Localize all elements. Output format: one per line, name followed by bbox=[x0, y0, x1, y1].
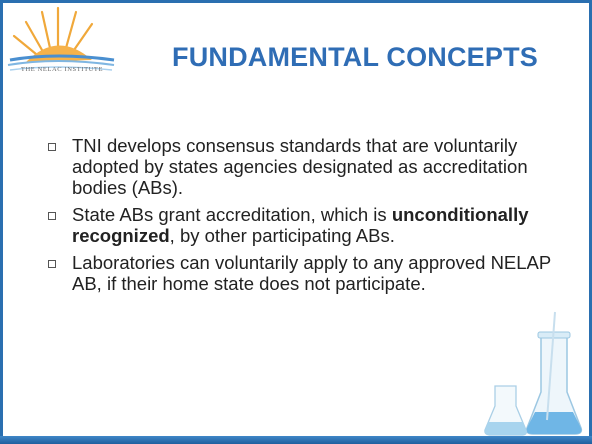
bullet-text-post: , by other participating ABs. bbox=[169, 225, 395, 246]
bottom-frame-bar bbox=[0, 436, 592, 444]
bullet-item: TNI develops consensus standards that ar… bbox=[48, 135, 558, 198]
bullet-square-icon bbox=[48, 212, 56, 220]
bullet-square-icon bbox=[48, 260, 56, 268]
bullet-text-pre: State ABs grant accreditation, which is bbox=[72, 204, 392, 225]
bullet-text: Laboratories can voluntarily apply to an… bbox=[72, 252, 551, 294]
right-frame-bar bbox=[589, 0, 592, 444]
top-frame-bar bbox=[0, 0, 592, 3]
slide-title: FUNDAMENTAL CONCEPTS bbox=[172, 42, 538, 72]
bullet-list: TNI develops consensus standards that ar… bbox=[48, 135, 558, 300]
sun-logo-icon bbox=[7, 6, 115, 71]
bullet-square-icon bbox=[48, 143, 56, 151]
left-frame-bar bbox=[0, 0, 3, 444]
logo-name: THE NELAC INSTITUTE bbox=[20, 66, 104, 73]
bullet-text-bold: unconditionally recognized bbox=[72, 204, 529, 246]
bullet-item: State ABs grant accreditation, which is … bbox=[48, 204, 558, 246]
lab-flasks-icon bbox=[484, 311, 583, 436]
bullet-text: TNI develops consensus standards that ar… bbox=[72, 135, 528, 198]
bullet-item: Laboratories can voluntarily apply to an… bbox=[48, 252, 558, 294]
